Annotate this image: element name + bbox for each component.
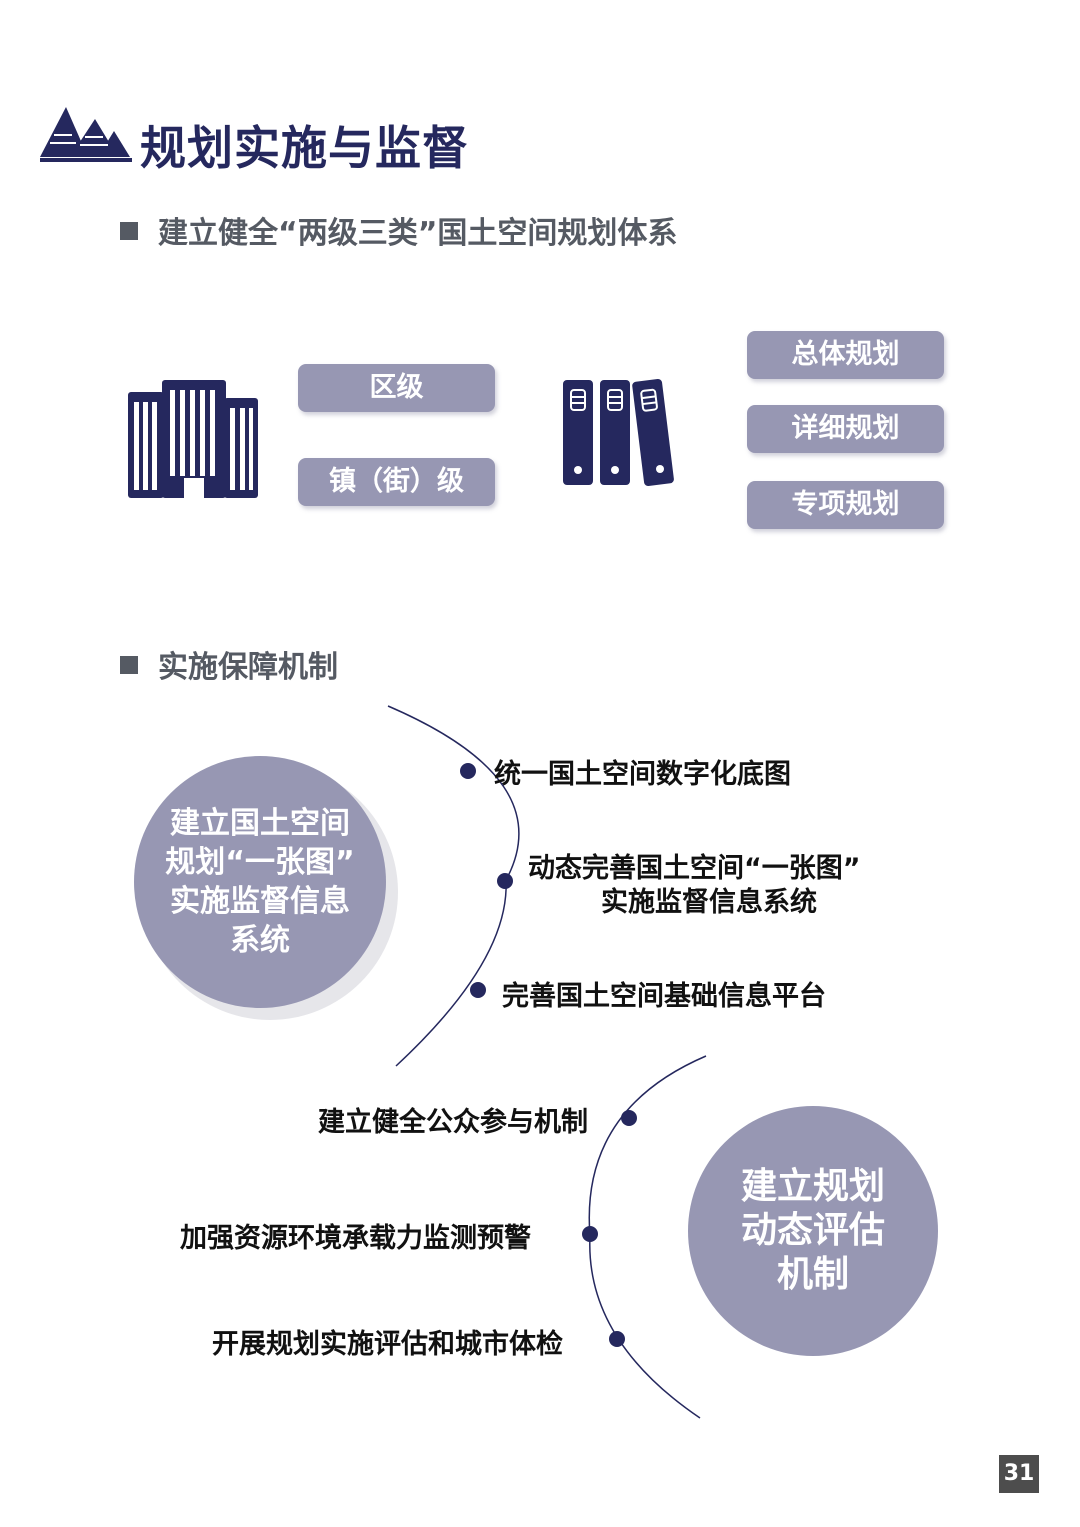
circle-line: 系统: [230, 923, 290, 958]
square-bullet-icon: [120, 222, 138, 240]
page-number: 31: [999, 1455, 1039, 1493]
binders-icon: [563, 379, 674, 486]
section-heading-mechanism: 实施保障机制: [120, 642, 338, 686]
mountain-logo-icon: [40, 107, 132, 162]
type-pill-special: 专项规划: [747, 481, 944, 529]
type-pill-detailed: 详细规划: [747, 405, 944, 453]
building-icon: [128, 380, 258, 498]
section-heading-text: 建立健全“两级三类”国土空间规划体系: [158, 216, 678, 251]
bullet-dot: [497, 873, 513, 889]
circle-line: 建立国土空间: [170, 806, 350, 841]
mechanism-circle-evaluation: 建立规划 动态评估 机制: [688, 1106, 938, 1356]
section-heading-system: 建立健全“两级三类”国土空间规划体系: [120, 208, 677, 252]
section-heading-text: 实施保障机制: [158, 650, 338, 685]
bullet-dot: [460, 763, 476, 779]
mechanism-item: 建立健全公众参与机制: [318, 1107, 588, 1138]
mechanism-item: 加强资源环境承载力监测预警: [180, 1223, 531, 1254]
bullet-dot: [470, 982, 486, 998]
bullet-dot: [621, 1110, 637, 1126]
type-pill-overall: 总体规划: [747, 331, 944, 379]
mechanism-item: 开展规划实施评估和城市体检: [212, 1329, 563, 1360]
level-pill-district: 区级: [298, 364, 495, 412]
circle-line: 机制: [776, 1254, 849, 1295]
circle-line: 动态评估: [740, 1210, 885, 1251]
circle-line: 规划“一张图”: [165, 845, 355, 880]
circle-line: 建立规划: [740, 1166, 885, 1207]
square-bullet-icon: [120, 656, 138, 674]
page-title: 规划实施与监督: [140, 121, 469, 175]
mechanism-item: 统一国土空间数字化底图: [494, 759, 791, 790]
circle-line: 实施监督信息: [170, 884, 350, 919]
bullet-dot: [582, 1226, 598, 1242]
bullet-dot: [609, 1331, 625, 1347]
mechanism-item: 完善国土空间基础信息平台: [502, 981, 826, 1012]
level-pill-town: 镇（街）级: [298, 458, 495, 506]
mechanism-circle-info-system: 建立国土空间 规划“一张图” 实施监督信息 系统: [134, 756, 386, 1008]
mechanism-item: 动态完善国土空间“一张图”: [528, 853, 861, 884]
mechanism-item: 实施监督信息系统: [601, 887, 817, 918]
